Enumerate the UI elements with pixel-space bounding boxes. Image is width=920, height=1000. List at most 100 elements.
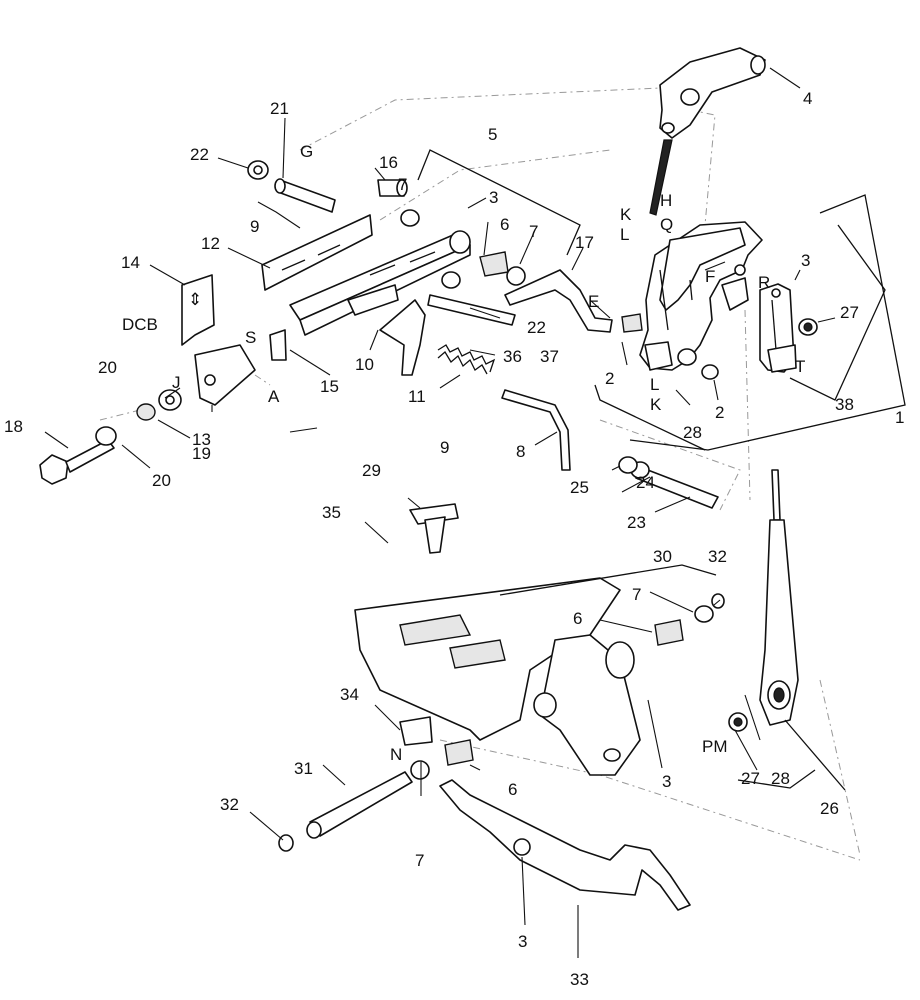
- clevis-13: [194, 344, 256, 406]
- part-label: 28: [683, 423, 702, 442]
- part-label: 26: [820, 799, 839, 818]
- bolt-18: [39, 439, 115, 485]
- part-label: 3: [662, 772, 671, 791]
- part-label: 5: [488, 125, 497, 144]
- washer-25: [618, 456, 638, 474]
- pedal-33: [439, 779, 691, 911]
- part-label: 35: [322, 503, 341, 522]
- part-label: 15: [320, 377, 339, 396]
- part-label: 20: [152, 471, 171, 490]
- pin-31: [306, 771, 413, 839]
- handle-29: [409, 503, 459, 554]
- part-label: 29: [362, 461, 381, 480]
- leader-lines: [44, 67, 836, 958]
- part-label: 2: [605, 369, 614, 388]
- bent-rod-8: [501, 389, 571, 471]
- part-label: 3: [518, 932, 527, 951]
- letter-label: PM: [702, 737, 728, 756]
- part-label: 7: [398, 175, 407, 194]
- spring-11: [437, 344, 496, 375]
- part-label: 14: [121, 253, 140, 272]
- part-number-labels: 1 2 2 2 3 3 3 3 3 4 5 6 6 6 7 7 7 7 8 9 …: [4, 89, 904, 989]
- part-label: 22: [190, 145, 209, 164]
- bushing-6-upper: [479, 251, 526, 286]
- washer-7-lower: [410, 760, 430, 780]
- part-label: 28: [771, 769, 790, 788]
- part-label: 2: [715, 403, 724, 422]
- letter-code-labels: G H Q K L F R T E S A J L K N PM DCB: [122, 142, 805, 764]
- plate-part-12: [261, 214, 373, 291]
- part-label: 27: [741, 769, 760, 788]
- part-label: 6: [500, 215, 509, 234]
- part-label: 3: [801, 251, 810, 270]
- part-label: 33: [570, 970, 589, 989]
- letter-label: F: [705, 267, 715, 286]
- part-label: 31: [294, 759, 313, 778]
- part-label: 10: [355, 355, 374, 374]
- letter-label: R: [758, 273, 770, 292]
- part-label: 11: [408, 387, 426, 406]
- bushing-6-lower: [444, 739, 474, 766]
- letter-label: K: [650, 395, 662, 414]
- ring-32-lower: [278, 834, 294, 852]
- part-label: 6: [573, 609, 582, 628]
- decal-14: ⇕: [181, 274, 215, 346]
- up-down-arrow-icon: ⇕: [188, 290, 202, 309]
- letter-label: N: [390, 745, 402, 764]
- upper-lever-part: [649, 47, 766, 216]
- letter-label: L: [650, 375, 659, 394]
- letter-label: A: [268, 387, 280, 406]
- part-label: 32: [220, 795, 239, 814]
- vertical-rod-part: [759, 469, 799, 726]
- part-label: 23: [627, 513, 646, 532]
- part-label: 7: [632, 585, 641, 604]
- sliding-link-part: [759, 283, 797, 373]
- part-label: 9: [440, 438, 449, 457]
- washer-20-upper: [158, 389, 182, 411]
- pin-23: [630, 461, 719, 509]
- letter-label: K: [620, 205, 632, 224]
- bracket-10: [379, 299, 426, 376]
- part-label: 18: [4, 417, 23, 436]
- letter-label: T: [795, 357, 805, 376]
- part-label: 19: [192, 444, 211, 463]
- letter-label: H: [660, 191, 672, 210]
- part-label: 38: [835, 395, 854, 414]
- pin-part-21: [274, 178, 336, 213]
- phantom-lines: [99, 87, 861, 861]
- part-label: 6: [508, 780, 517, 799]
- part-label: 20: [98, 358, 117, 377]
- part-label: 16: [379, 153, 398, 172]
- bushing-6-mid: [654, 619, 684, 646]
- part-label: 27: [840, 303, 859, 322]
- bushing-27-upper: [798, 318, 818, 336]
- part-label: 32: [708, 547, 727, 566]
- part-label: 7: [415, 851, 424, 870]
- part-label: 17: [575, 233, 594, 252]
- washer-7-upper: [400, 209, 420, 227]
- bushing-2-pair: [621, 313, 719, 380]
- part-label: 7: [529, 222, 538, 241]
- part-label: 9: [250, 217, 259, 236]
- block-15: [269, 329, 287, 361]
- rod-37: [427, 271, 516, 326]
- part-label: 21: [270, 99, 289, 118]
- linkage-arm-part: [289, 230, 471, 336]
- part-label: 12: [201, 234, 220, 253]
- letter-label: G: [300, 142, 313, 161]
- dcb-label: DCB: [122, 315, 158, 334]
- letter-label: S: [245, 328, 256, 347]
- part-label: 1: [895, 408, 904, 427]
- letter-label: L: [620, 225, 629, 244]
- part-label: 37: [540, 347, 559, 366]
- sleeve-16: [377, 179, 408, 197]
- washer-20-lower: [95, 426, 117, 446]
- letter-label: E: [588, 292, 599, 311]
- part-label: 3: [489, 188, 498, 207]
- lower-housing-part: [354, 577, 641, 776]
- group-brackets: [417, 149, 906, 791]
- bushing-19: [136, 403, 156, 421]
- part-label: 30: [653, 547, 672, 566]
- letter-label: Q: [660, 215, 673, 234]
